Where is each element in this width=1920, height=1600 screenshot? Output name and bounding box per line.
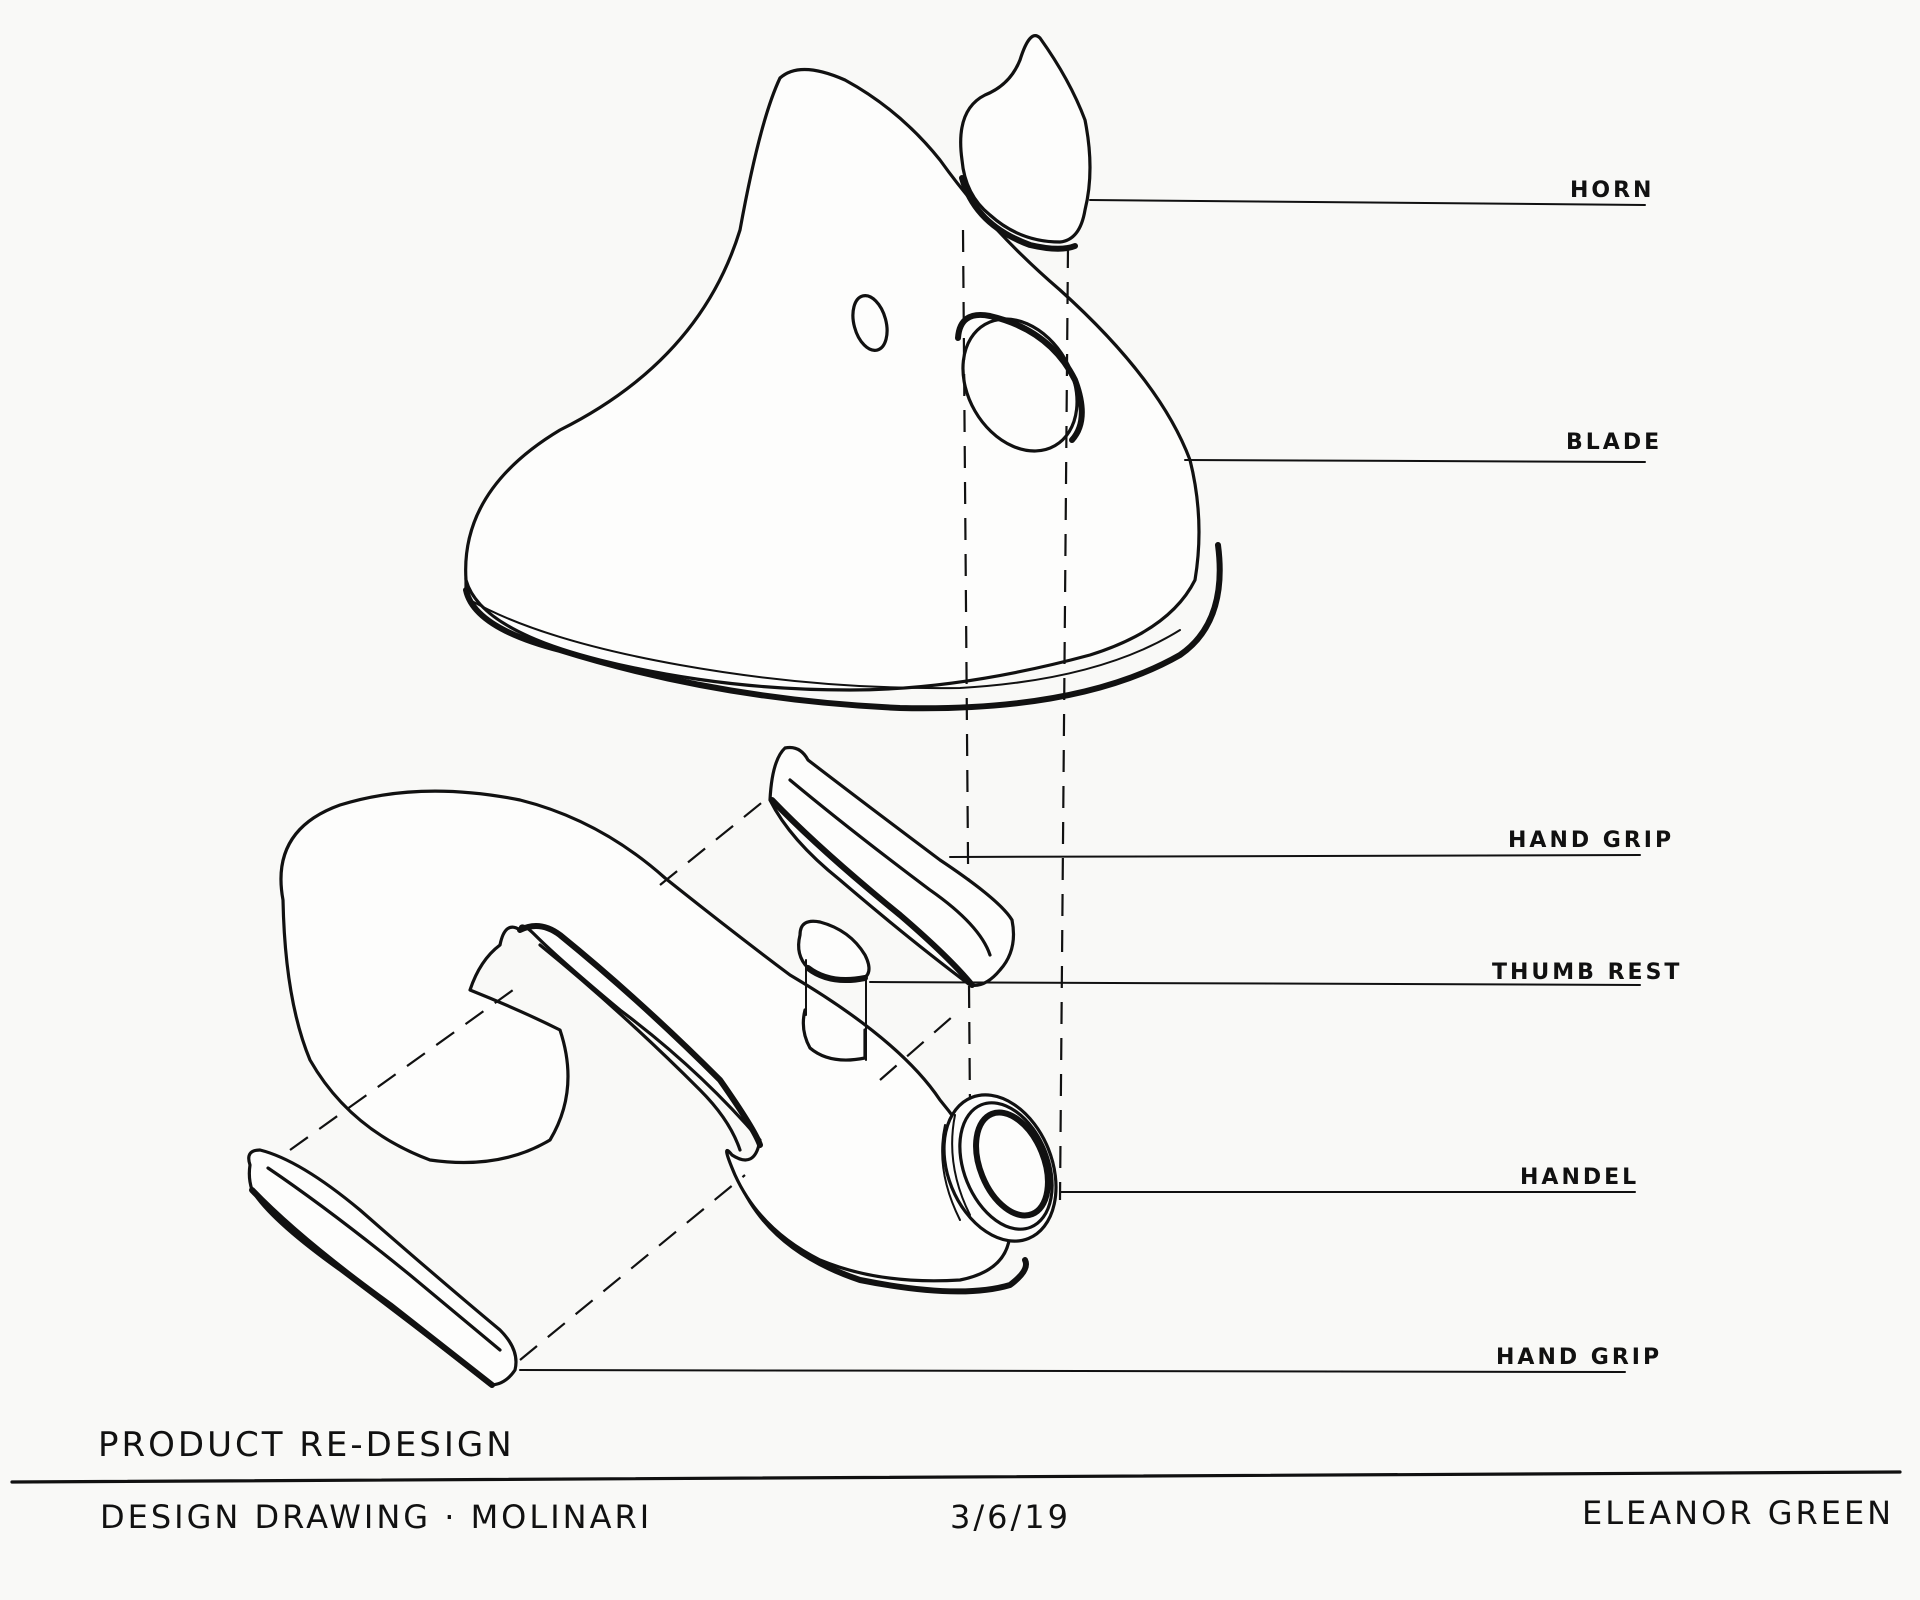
leader-blade	[1184, 459, 1646, 463]
socket-thread-lines	[941, 1114, 971, 1221]
horn-outline	[959, 34, 1092, 244]
handle-socket	[941, 1093, 1058, 1243]
label-hand-grip-top: HAND GRIP	[1508, 828, 1675, 853]
horn-bottom-edge	[959, 175, 1078, 252]
leader-horn	[1089, 199, 1646, 206]
blade-bottom-edge	[463, 542, 1223, 712]
handle-slot-inner	[538, 943, 742, 1152]
horn-part	[959, 34, 1092, 252]
connector-grip-bottom-upper	[289, 984, 521, 1151]
hand-grip-bottom-groove	[266, 1166, 502, 1352]
thumb-rest-part	[797, 919, 871, 1062]
leader-lines	[519, 199, 1646, 1373]
hand-grip-top-part	[768, 745, 1016, 988]
label-horn: HORN	[1570, 178, 1655, 203]
hand-grip-bottom-outline	[247, 1148, 518, 1387]
hand-grip-top-edge	[769, 797, 975, 988]
leader-hand-grip-bottom	[519, 1369, 1626, 1373]
blade-large-hole-rim	[955, 312, 1085, 443]
connector-grip-top-left	[659, 799, 766, 886]
hand-grip-top-outline	[768, 745, 1016, 988]
title-block-rule	[10, 1470, 1902, 1484]
blade-small-hole	[851, 294, 889, 352]
thumb-rest-bottom	[805, 965, 868, 983]
handle-slot-rim	[517, 923, 763, 1148]
socket-thread-ring	[958, 1101, 1054, 1231]
blade-large-hole	[961, 317, 1079, 453]
leader-hand-grip-top	[949, 854, 1641, 858]
thumb-rest-seat	[801, 1008, 867, 1062]
socket-inner-ring	[973, 1109, 1051, 1219]
drawing-title: PRODUCT RE-DESIGN	[98, 1425, 515, 1465]
hand-grip-bottom-part	[247, 1148, 518, 1388]
hand-grip-top-groove	[788, 778, 992, 957]
drawing-date: 3/6/19	[950, 1498, 1071, 1536]
label-handel: HANDEL	[1520, 1165, 1640, 1190]
connector-grip-bottom-lower	[519, 1174, 746, 1361]
handle-outline	[279, 789, 1012, 1283]
hand-grip-bottom-edge	[249, 1187, 495, 1388]
alignment-line-right	[1058, 245, 1070, 1201]
blade-outline	[464, 67, 1201, 692]
blade-part	[463, 67, 1223, 712]
label-thumb-rest: THUMB REST	[1492, 960, 1683, 985]
leader-thumb-rest	[869, 981, 1641, 986]
blade-inner-edge	[469, 599, 1181, 690]
handle-part	[279, 789, 1029, 1295]
drawing-subtitle: DESIGN DRAWING · MOLINARI	[100, 1498, 653, 1536]
connector-grip-top-right	[879, 1009, 961, 1081]
label-blade: BLADE	[1566, 430, 1663, 455]
label-hand-grip-bottom: HAND GRIP	[1496, 1345, 1663, 1370]
drawing-author: ELEANOR GREEN	[1582, 1494, 1895, 1532]
